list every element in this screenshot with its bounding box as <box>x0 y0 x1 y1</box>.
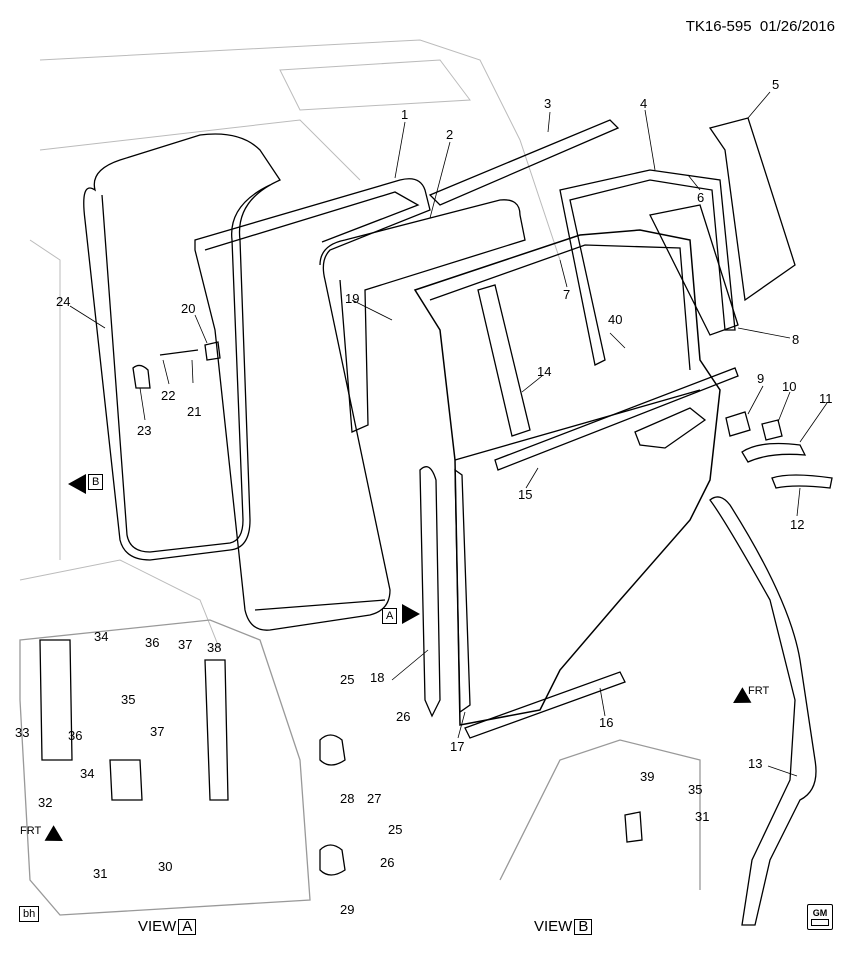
callout-5: 5 <box>772 77 780 92</box>
view-a-callout-34b: 34 <box>80 766 95 781</box>
callout-16: 16 <box>599 715 614 730</box>
body-outline <box>39 39 561 261</box>
view-a-callout-25: 25 <box>340 672 355 687</box>
doc-id: TK16-595 <box>685 18 752 35</box>
part-2-frame <box>319 199 526 433</box>
callout-13: 13 <box>748 756 763 771</box>
callout-7: 7 <box>563 287 571 302</box>
callout-3: 3 <box>544 96 552 111</box>
view-a-panel <box>19 619 311 916</box>
callout-4: 4 <box>640 96 648 111</box>
part-10-cap <box>761 419 783 441</box>
doc-header: TK16-595 01/26/2016 <box>686 18 835 35</box>
part-20-plate <box>204 341 221 361</box>
frt-label-a: FRT <box>20 825 42 837</box>
callout-6: 6 <box>697 190 705 205</box>
callout-1: 1 <box>401 107 409 122</box>
doc-date: 01/26/2016 <box>759 18 835 35</box>
view-a-callout-32: 32 <box>38 795 53 810</box>
view-b-callout-35: 35 <box>688 782 703 797</box>
view-a-callout-25b: 25 <box>388 822 403 837</box>
callout-8: 8 <box>792 332 800 347</box>
callout-9: 9 <box>757 371 765 386</box>
view-a-callout-26: 26 <box>396 709 411 724</box>
view-a-callout-30: 30 <box>158 859 173 874</box>
view-a-callout-28: 28 <box>340 791 355 806</box>
callout-24: 24 <box>56 294 71 309</box>
part-35-hinge <box>109 759 143 801</box>
callout-40: 40 <box>608 312 623 327</box>
part-17-seal <box>454 468 471 714</box>
part-18-seal <box>419 466 441 718</box>
view-a-callout-36: 36 <box>145 635 160 650</box>
part-27-hinge <box>319 734 346 766</box>
gm-logo: GM <box>807 904 833 930</box>
part-23-striker <box>132 364 151 389</box>
view-b-callout-39: 39 <box>640 769 655 784</box>
part-4-run <box>559 169 736 366</box>
part-handle-housing <box>634 407 707 449</box>
callout-20: 20 <box>181 301 196 316</box>
view-a-callout-33: 33 <box>15 725 30 740</box>
view-a-callout-38: 38 <box>207 640 222 655</box>
view-a-callout-35: 35 <box>121 692 136 707</box>
view-a-callout-31: 31 <box>93 866 108 881</box>
view-a-callout-36b: 36 <box>68 728 83 743</box>
door-panel <box>413 229 721 726</box>
arrow-b-label: B <box>88 474 104 490</box>
callout-17: 17 <box>450 739 465 754</box>
view-b-callout-31: 31 <box>695 809 710 824</box>
callout-12: 12 <box>790 517 805 532</box>
callout-11: 11 <box>819 391 833 406</box>
frt-label: FRT <box>748 685 770 697</box>
callout-10: 10 <box>782 379 797 394</box>
callout-21: 21 <box>187 404 202 419</box>
arrow-a-label: A <box>382 608 398 624</box>
part-35b-hinge <box>624 811 643 843</box>
part-3-channel <box>428 119 620 206</box>
part-12-handle <box>771 474 833 489</box>
corner-tag: bh <box>19 906 40 922</box>
callout-19: 19 <box>345 291 360 306</box>
callout-15: 15 <box>518 487 533 502</box>
view-a-callout-34: 34 <box>94 629 109 644</box>
part-38-hinge <box>204 659 229 801</box>
part-11-handle <box>741 442 807 463</box>
part-14-applique <box>477 284 531 437</box>
callout-23: 23 <box>137 423 152 438</box>
part-16-moulding <box>464 671 626 739</box>
part-8-applique <box>649 204 739 336</box>
callout-18: 18 <box>370 670 385 685</box>
view-a-callout-37: 37 <box>178 637 193 652</box>
callout-2: 2 <box>446 127 454 142</box>
part-33-bracket <box>39 639 73 761</box>
part-15-moulding <box>494 367 739 471</box>
part-1-seal <box>194 178 431 631</box>
part-5-glass <box>708 117 796 302</box>
view-a-callout-37b: 37 <box>150 724 165 739</box>
view-a-callout-27: 27 <box>367 791 382 806</box>
view-b-panel <box>499 739 701 890</box>
arrow-b-icon <box>68 474 86 494</box>
part-13-strip <box>709 496 817 926</box>
part-9-bracket <box>725 411 751 437</box>
view-a-callout-26b: 26 <box>380 855 395 870</box>
part-29-hinge <box>319 844 346 876</box>
arrow-a-icon <box>402 604 420 624</box>
callout-14: 14 <box>537 364 552 379</box>
callout-22: 22 <box>161 388 176 403</box>
view-a-callout-29: 29 <box>340 902 355 917</box>
